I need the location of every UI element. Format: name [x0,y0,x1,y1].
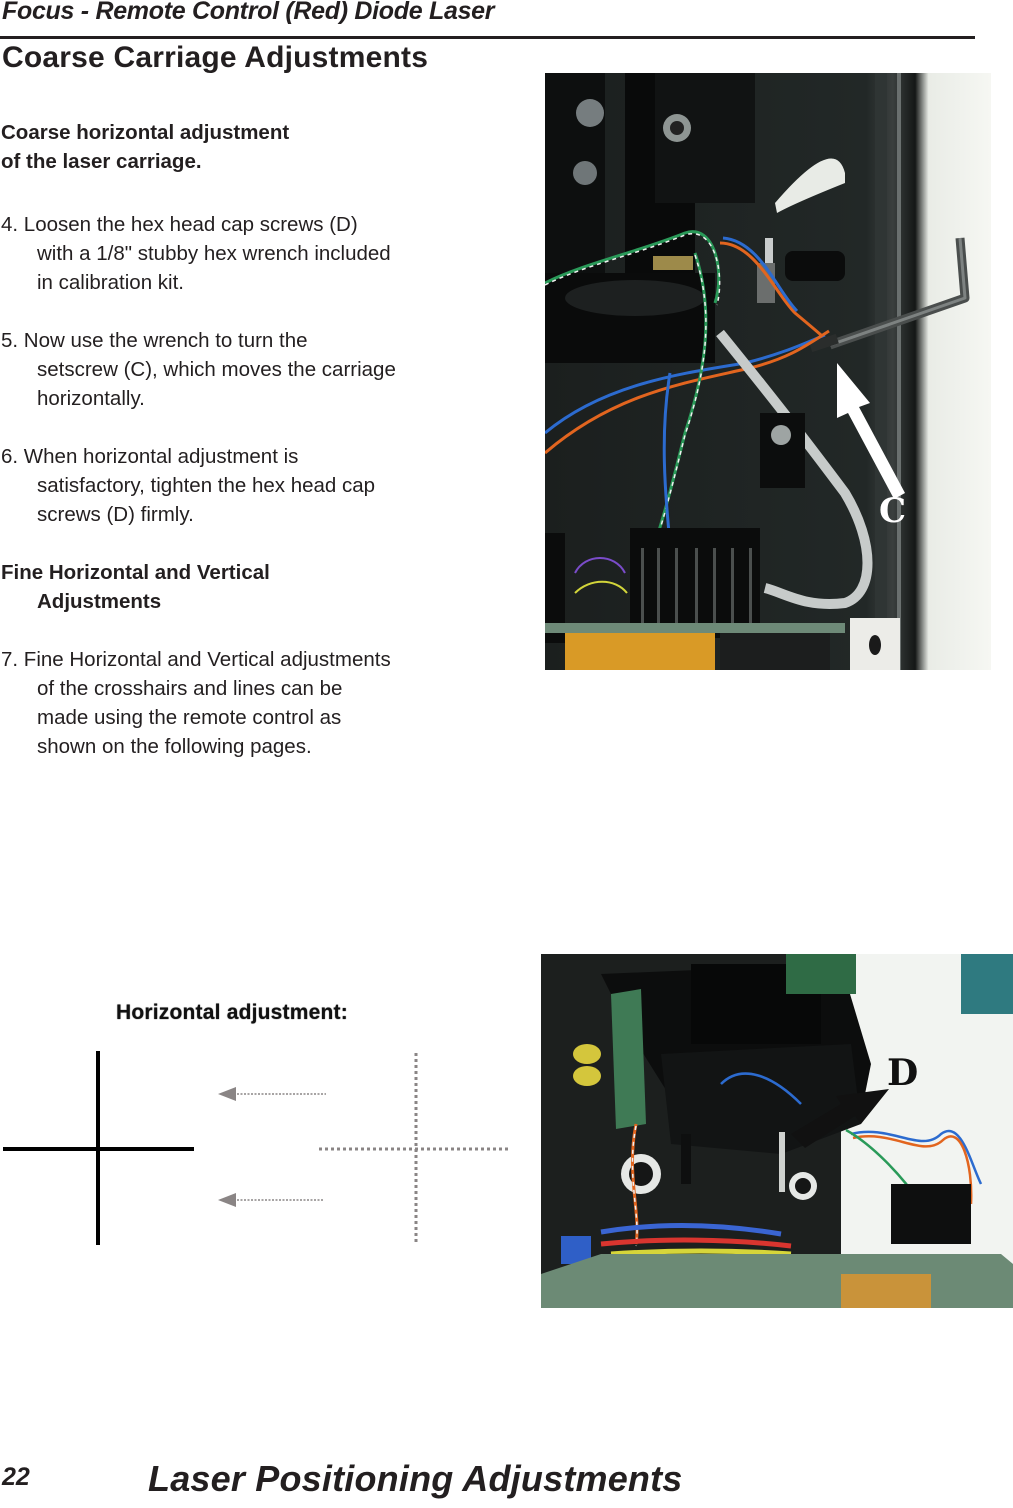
d-pointer-arrow [791,1089,889,1148]
step-line: shown on the following pages. [37,735,312,758]
subheading-coarse-line1: Coarse horizontal adjustment [1,121,290,144]
subheading-fine-line2: Adjustments [37,590,162,613]
page-title: Coarse Carriage Adjustments [2,41,429,74]
carriage-setscrew-photo: C [545,73,991,670]
step-line: in calibration kit. [37,271,184,294]
running-header-title: Focus - Remote Control (Red) Diode Laser [2,0,495,25]
step-line: made using the remote control as [37,706,342,729]
header-rule [0,36,975,39]
step-line: 7. Fine Horizontal and Vertical adjustme… [1,648,391,671]
step-line: satisfactory, tighten the hex head cap [37,474,376,497]
step-line: 6. When horizontal adjustment is [1,445,299,468]
horizontal-adjustment-diagram: Horizontal adjustment: [0,995,520,1255]
step-line: screws (D) firmly. [37,503,194,526]
c-pointer-arrow [837,363,905,499]
label-c: C [879,491,907,531]
carriage-photo-illustration [545,73,991,670]
step-4: 4. Loosen the hex head cap screws (D) wi… [1,210,501,297]
step-line: 4. Loosen the hex head cap screws (D) [1,213,358,236]
subheading-fine-line1: Fine Horizontal and Vertical [1,561,270,584]
step-line: with a 1/8" stubby hex wrench included [37,242,391,265]
step-line: horizontally. [37,387,145,410]
diagram-title: Horizontal adjustment: [116,1001,348,1024]
footer-section-title: Laser Positioning Adjustments [148,1458,683,1499]
step-5: 5. Now use the wrench to turn the setscr… [1,326,501,413]
instructions-column: Coarse horizontal adjustment of the lase… [1,118,501,761]
cap-screws-photo-illustration [541,954,1013,1308]
left-arrow-icon [218,1193,236,1207]
crosshair-diagram-graphic [3,1051,510,1245]
subheading-coarse-line2: of the laser carriage. [1,150,202,173]
page-number: 22 [2,1463,30,1491]
cap-screws-photo: D [541,954,1013,1308]
step-7: 7. Fine Horizontal and Vertical adjustme… [1,645,501,761]
step-line: of the crosshairs and lines can be [37,677,343,700]
step-6: 6. When horizontal adjustment is satisfa… [1,442,501,529]
label-d: D [887,1052,919,1094]
step-line: setscrew (C), which moves the carriage [37,358,396,381]
left-arrow-icon [218,1087,236,1101]
step-line: 5. Now use the wrench to turn the [1,329,308,352]
